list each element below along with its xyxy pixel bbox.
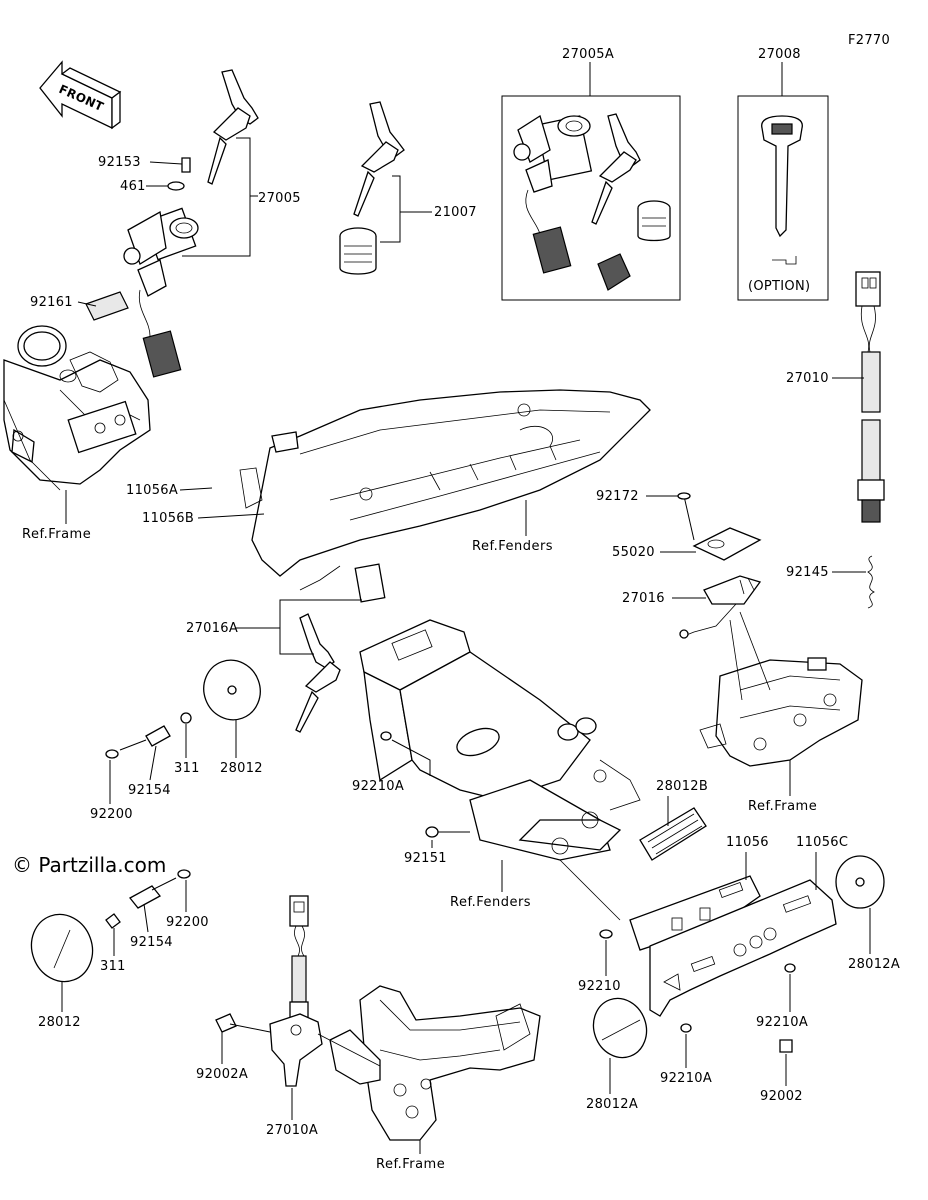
figure-code: F2770 bbox=[848, 33, 890, 48]
part-92210A-a-label: 92210A bbox=[352, 779, 404, 794]
part-21007-label: 21007 bbox=[434, 205, 477, 220]
part-27010-label: 27010 bbox=[786, 371, 829, 386]
part-92153-label: 92153 bbox=[98, 155, 141, 170]
part-92172-label: 92172 bbox=[596, 489, 639, 504]
ref-frame-right: Ref.Frame bbox=[748, 799, 817, 814]
part-11056-label: 11056 bbox=[726, 835, 769, 850]
part-311-b-label: 311 bbox=[100, 959, 126, 974]
key-27016A-drawing bbox=[295, 563, 386, 733]
switch-27016-drawing bbox=[677, 492, 762, 639]
reflector-left-stack bbox=[105, 659, 261, 759]
frame-left-drawing bbox=[3, 325, 151, 491]
part-27016-label: 27016 bbox=[622, 591, 665, 606]
option-label: (OPTION) bbox=[748, 279, 810, 294]
ref-frame-bottom: Ref.Frame bbox=[376, 1157, 445, 1172]
ignition-switch-assembly bbox=[85, 69, 259, 378]
part-92200-a-label: 92200 bbox=[90, 807, 133, 822]
part-27016A-label: 27016A bbox=[186, 621, 238, 636]
part-27005A-label: 27005A bbox=[562, 47, 614, 62]
switch-27010A-drawing bbox=[215, 895, 323, 1087]
part-28012A-a-label: 28012A bbox=[848, 957, 900, 972]
key-cylinder-21007 bbox=[339, 101, 405, 275]
watermark: © Partzilla.com bbox=[12, 853, 166, 877]
sensor-27010-drawing bbox=[855, 271, 885, 609]
part-461-label: 461 bbox=[120, 179, 146, 194]
front-arrow-icon: FRONT bbox=[39, 60, 122, 130]
part-92151-label: 92151 bbox=[404, 851, 447, 866]
part-92210A-b-label: 92210A bbox=[756, 1015, 808, 1030]
rear-fender-drawing bbox=[239, 389, 651, 591]
part-92210A-c-label: 92210A bbox=[660, 1071, 712, 1086]
part-311-a-label: 311 bbox=[174, 761, 200, 776]
kit-27005A-box bbox=[501, 95, 681, 301]
option-key-box bbox=[737, 95, 829, 301]
part-27010A-label: 27010A bbox=[266, 1123, 318, 1138]
part-92210-label: 92210 bbox=[578, 979, 621, 994]
ref-fenders-top: Ref.Fenders bbox=[472, 539, 553, 554]
part-92161-label: 92161 bbox=[30, 295, 73, 310]
part-11056C-label: 11056C bbox=[796, 835, 848, 850]
license-brackets-drawing bbox=[592, 855, 885, 1059]
part-11056A-label: 11056A bbox=[126, 483, 178, 498]
part-55020-label: 55020 bbox=[612, 545, 655, 560]
frame-bottom-drawing bbox=[317, 985, 541, 1141]
part-92002-label: 92002 bbox=[760, 1089, 803, 1104]
part-92154-b-label: 92154 bbox=[130, 935, 173, 950]
ref-frame-left: Ref.Frame bbox=[22, 527, 91, 542]
license-fender-drawing bbox=[359, 619, 707, 921]
part-28012-b-label: 28012 bbox=[38, 1015, 81, 1030]
ref-fenders-mid: Ref.Fenders bbox=[450, 895, 531, 910]
kit-27005A-drawing bbox=[513, 113, 671, 291]
option-key-icon bbox=[761, 115, 803, 265]
reflector-left-bottom-stack bbox=[30, 869, 191, 983]
part-11056B-label: 11056B bbox=[142, 511, 194, 526]
frame-right-drawing bbox=[699, 611, 863, 767]
part-92200-b-label: 92200 bbox=[166, 915, 209, 930]
part-28012A-b-label: 28012A bbox=[586, 1097, 638, 1112]
part-27008-label: 27008 bbox=[758, 47, 801, 62]
part-92145-label: 92145 bbox=[786, 565, 829, 580]
reflector-28012B bbox=[639, 807, 707, 861]
part-92154-a-label: 92154 bbox=[128, 783, 171, 798]
part-28012B-label: 28012B bbox=[656, 779, 708, 794]
part-92002A-label: 92002A bbox=[196, 1067, 248, 1082]
part-28012-a-label: 28012 bbox=[220, 761, 263, 776]
part-27005-label: 27005 bbox=[258, 191, 301, 206]
